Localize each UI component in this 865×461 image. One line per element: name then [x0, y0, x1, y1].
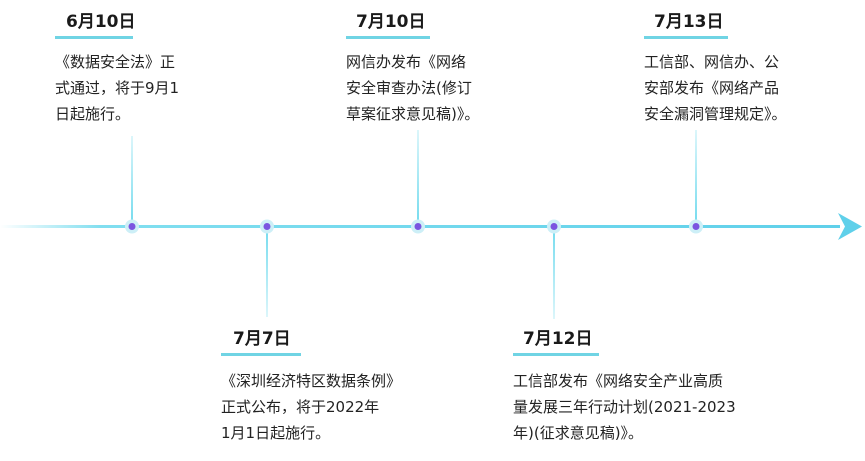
- event-date: 6月10日: [66, 12, 136, 32]
- timeline-dot-1: [125, 219, 139, 234]
- event-description: 网信办发布《网络 安全审查办法(修订 草案征求意见稿)》。: [346, 49, 521, 127]
- event-5: 7月13日 工信部、网信办、公 安部发布《网络产品 安全漏洞管理规定》。: [644, 12, 824, 127]
- event-date: 7月12日: [523, 329, 593, 349]
- connector-2: [266, 227, 268, 317]
- connector-1: [131, 136, 133, 226]
- event-text-line: 年)(征求意见稿)》。: [513, 424, 644, 442]
- connector-5: [695, 130, 697, 226]
- event-date: 7月10日: [356, 12, 426, 32]
- event-1: 6月10日 《数据安全法》正 式通过，将于9月1 日起施行。: [55, 12, 230, 127]
- event-date: 7月7日: [233, 329, 291, 349]
- event-date: 7月13日: [654, 12, 724, 32]
- event-3: 7月10日 网信办发布《网络 安全审查办法(修订 草案征求意见稿)》。: [346, 12, 521, 127]
- date-underline: [346, 36, 430, 39]
- event-text-line: 安全漏洞管理规定》。: [644, 105, 787, 123]
- event-description: 工信部发布《网络安全产业高质 量发展三年行动计划(2021-2023 年)(征求…: [513, 368, 783, 446]
- date-underline: [55, 36, 133, 39]
- event-text-line: 日起施行。: [55, 105, 131, 123]
- event-text-line: 安全审查办法(修订: [346, 79, 472, 97]
- event-text-line: 式通过，将于9月1: [55, 79, 180, 97]
- event-text-line: 《数据安全法》正: [55, 53, 176, 71]
- timeline-dot-4: [547, 219, 561, 234]
- event-text-line: 草案征求意见稿)》。: [346, 105, 480, 123]
- timeline-dot-5: [689, 219, 703, 234]
- event-2: 7月7日 《深圳经济特区数据条例》 正式公布，将于2022年 1月1日起施行。: [221, 329, 441, 446]
- event-text-line: 《深圳经济特区数据条例》: [221, 372, 402, 390]
- event-description: 《深圳经济特区数据条例》 正式公布，将于2022年 1月1日起施行。: [221, 368, 441, 446]
- timeline-dot-3: [411, 219, 425, 234]
- event-text-line: 网信办发布《网络: [346, 53, 467, 71]
- event-text-line: 安部发布《网络产品: [644, 79, 780, 97]
- connector-4: [553, 227, 555, 319]
- date-underline: [221, 353, 301, 356]
- event-text-line: 工信部发布《网络安全产业高质: [513, 372, 724, 390]
- date-underline: [513, 353, 599, 356]
- event-text-line: 1月1日起施行。: [221, 424, 331, 442]
- date-underline: [644, 36, 728, 39]
- event-description: 工信部、网信办、公 安部发布《网络产品 安全漏洞管理规定》。: [644, 49, 824, 127]
- connector-3: [417, 130, 419, 226]
- event-4: 7月12日 工信部发布《网络安全产业高质 量发展三年行动计划(2021-2023…: [513, 329, 783, 446]
- event-text-line: 工信部、网信办、公: [644, 53, 780, 71]
- timeline-dot-2: [260, 219, 274, 234]
- event-text-line: 量发展三年行动计划(2021-2023: [513, 398, 736, 416]
- timeline-arrow-head: [838, 213, 862, 240]
- event-text-line: 正式公布，将于2022年: [221, 398, 380, 416]
- event-description: 《数据安全法》正 式通过，将于9月1 日起施行。: [55, 49, 230, 127]
